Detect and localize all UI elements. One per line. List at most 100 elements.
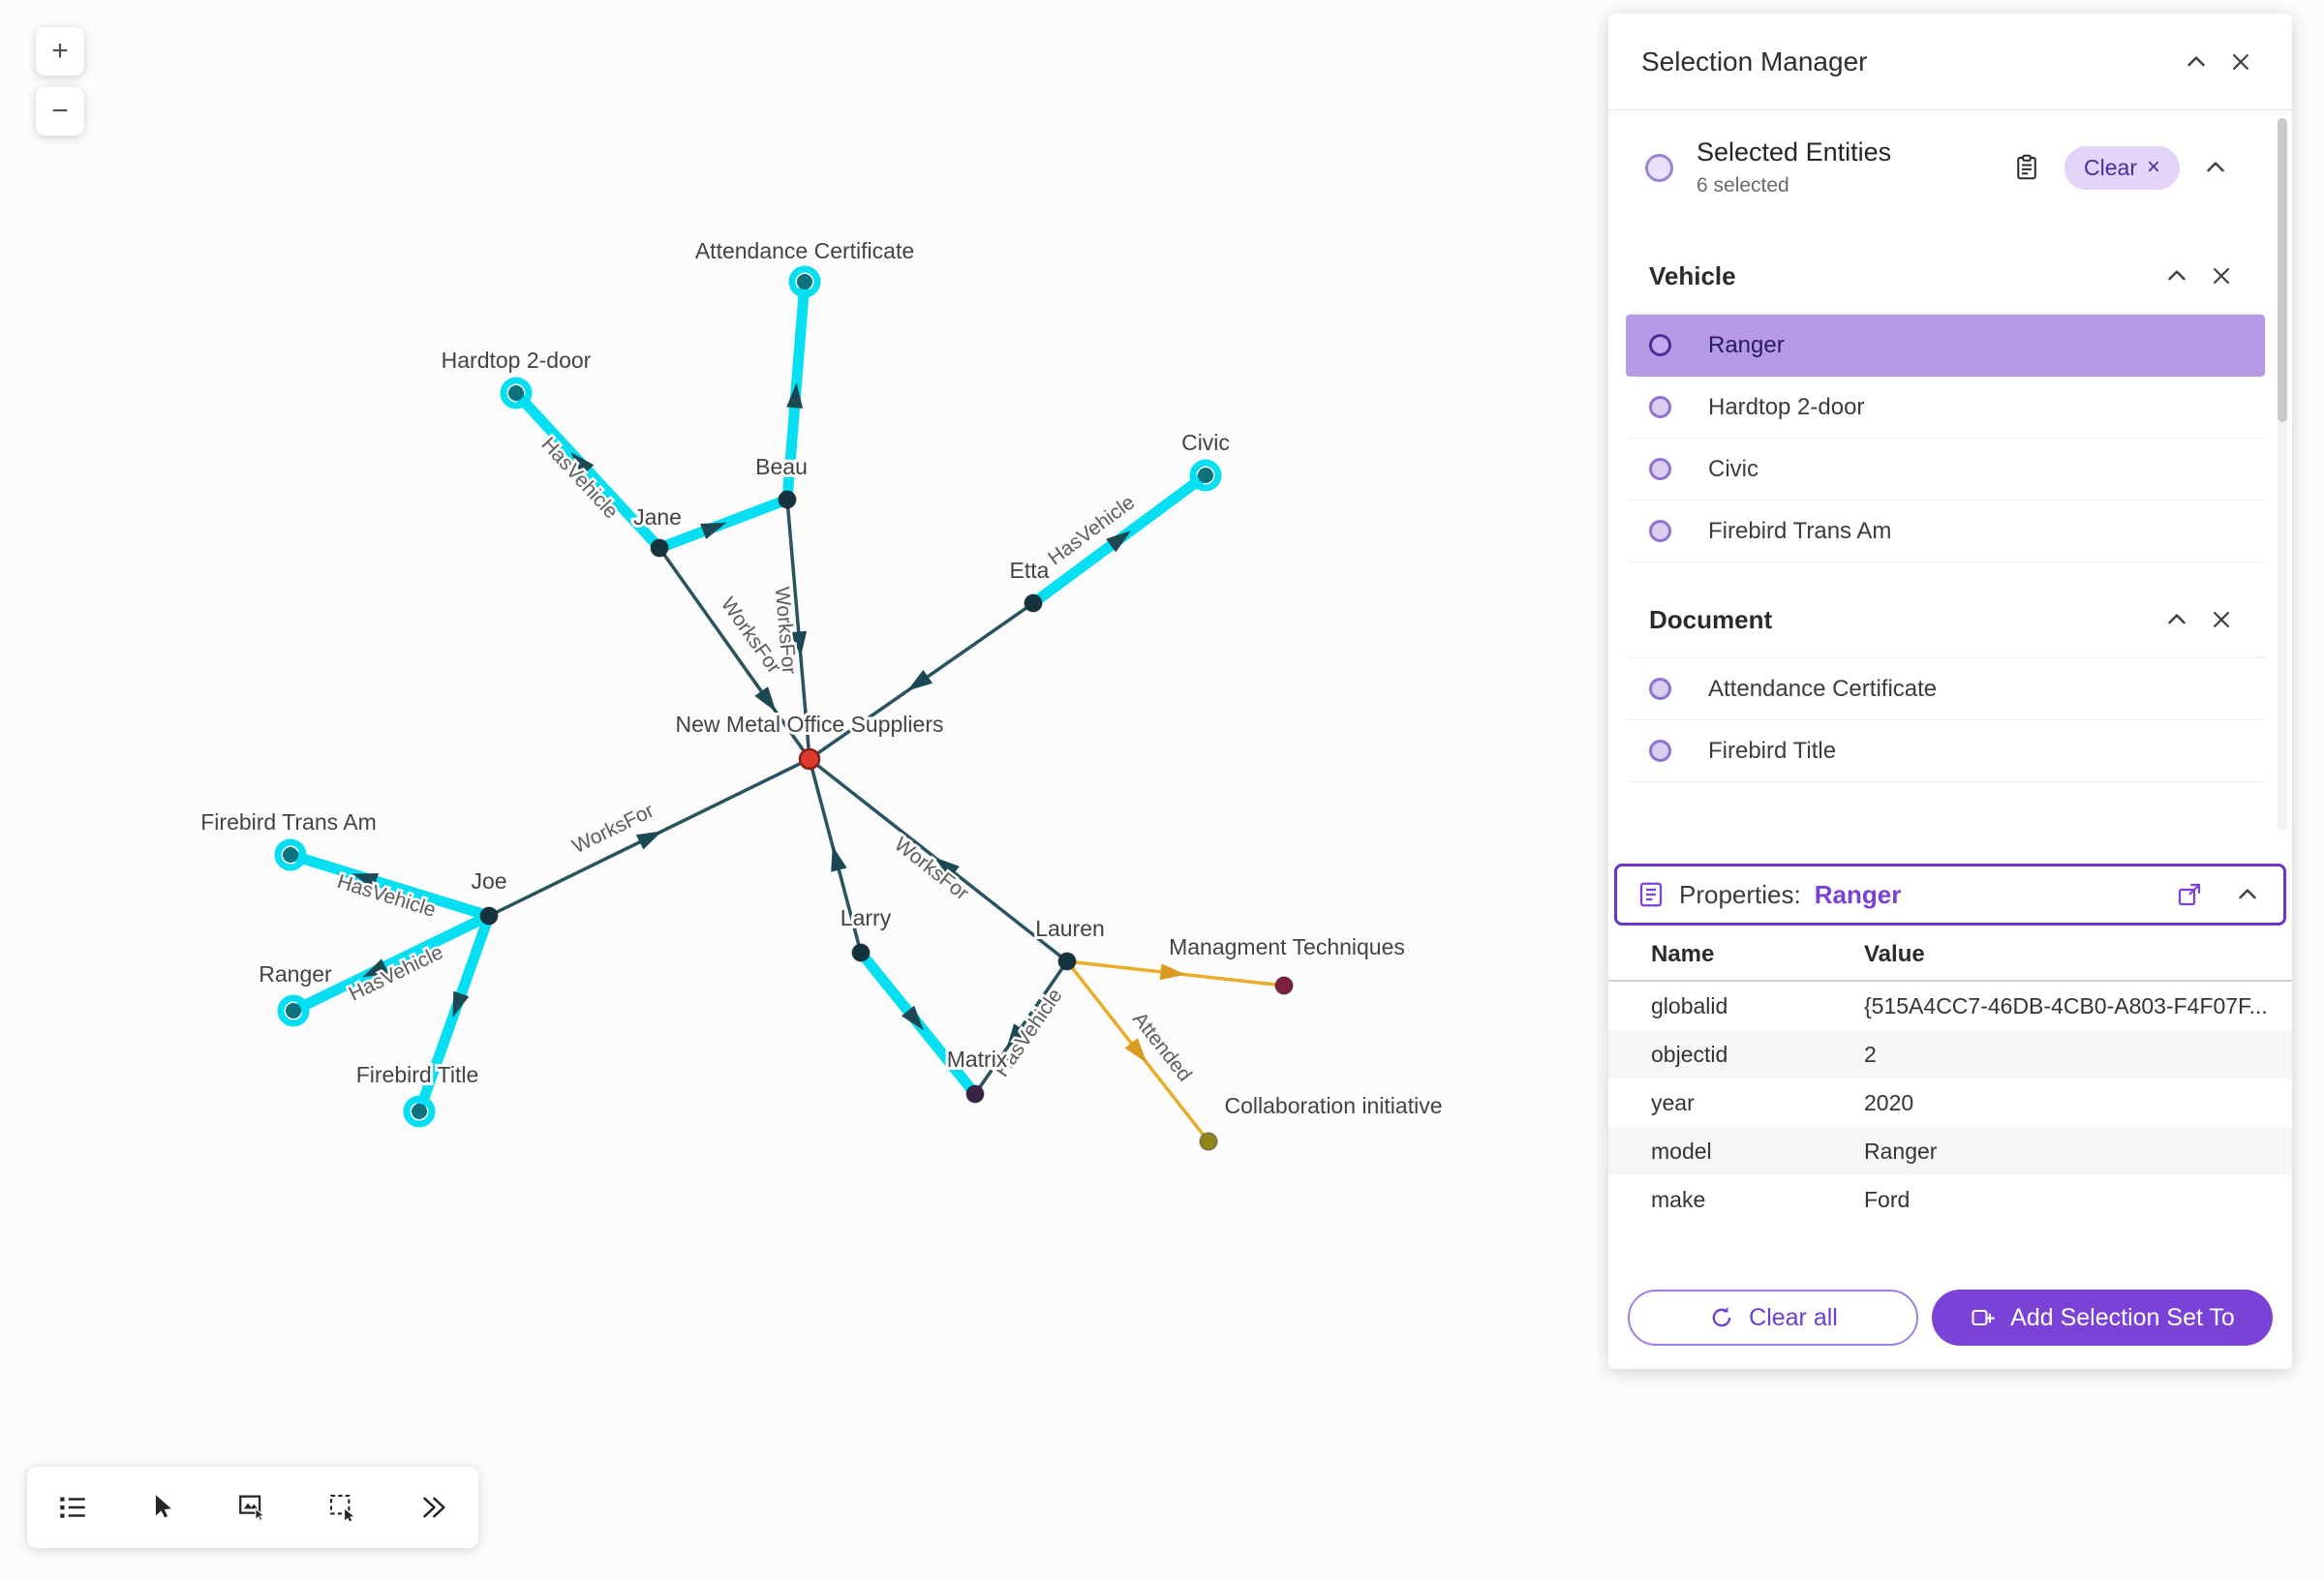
open-properties-button[interactable] — [2167, 872, 2212, 917]
graph-edge-lauren-matrix[interactable] — [973, 959, 1069, 1096]
pointer-tool-button[interactable] — [132, 1476, 194, 1538]
graph-node-jane[interactable] — [650, 538, 669, 558]
graph-node-larry[interactable] — [851, 943, 871, 962]
entity-item-firebird-trans-am[interactable]: Firebird Trans Am — [1626, 501, 2265, 562]
pointer-icon — [155, 1495, 171, 1518]
property-name: globalid — [1651, 992, 1728, 1018]
selection-scroll-area[interactable]: Selected Entities 6 selected Clear × — [1608, 110, 2292, 838]
close-group-button[interactable] — [2199, 597, 2244, 642]
entity-label: Attendance Certificate — [1708, 675, 1938, 702]
zoom-out-button[interactable]: − — [36, 87, 84, 136]
scrollbar-thumb[interactable] — [2278, 118, 2287, 422]
entity-item-attendance-certificate[interactable]: Attendance Certificate — [1626, 658, 2265, 720]
node-label-hardtop: Hardtop 2-door — [442, 348, 592, 373]
graph-node-hardtop[interactable] — [500, 377, 533, 410]
more-tools-button[interactable] — [402, 1476, 464, 1538]
edge-label: WorksFor — [890, 834, 972, 905]
graph-node-ftitle[interactable] — [403, 1095, 436, 1128]
entity-radio-icon[interactable] — [1649, 458, 1671, 480]
column-value: Value — [1864, 941, 1925, 967]
node-label-matrix: Matrix — [947, 1047, 1008, 1072]
close-panel-button[interactable] — [2218, 40, 2263, 84]
node-label-lauren: Lauren — [1035, 916, 1105, 941]
entity-item-civic[interactable]: Civic — [1626, 439, 2265, 501]
graph-node-joe[interactable] — [479, 906, 499, 926]
add-selection-set-label: Add Selection Set To — [2010, 1303, 2235, 1331]
column-name: Name — [1651, 941, 1715, 967]
graph-node-mgmt[interactable] — [1274, 976, 1294, 995]
graph-node-civic[interactable] — [1189, 459, 1222, 492]
chevron-up-icon — [2168, 270, 2186, 281]
entity-item-ranger[interactable]: Ranger — [1626, 315, 2265, 377]
node-label-nmos: New Metal Office Suppliers — [676, 712, 944, 737]
collapse-panel-button[interactable] — [2174, 40, 2218, 84]
selection-list-button[interactable] — [42, 1476, 104, 1538]
entity-radio-icon[interactable] — [1649, 678, 1671, 700]
clear-selection-button[interactable]: Clear × — [2064, 145, 2180, 190]
graph-node-etta[interactable] — [1024, 593, 1043, 613]
graph-node-lauren[interactable] — [1057, 952, 1077, 971]
graph-node-nmos[interactable] — [798, 747, 821, 771]
collapse-selected-entities-button[interactable] — [2193, 145, 2238, 190]
property-value: 2 — [1864, 1041, 1877, 1067]
edge-arrow-icon — [901, 1005, 924, 1031]
collapse-group-button[interactable] — [2155, 254, 2199, 298]
edge-label: HasVehicle — [536, 433, 622, 523]
edge-arrow-icon — [831, 845, 847, 872]
zoom-out-label: − — [51, 95, 69, 127]
entity-label: Firebird Title — [1708, 737, 1837, 764]
select-features-icon — [239, 1495, 266, 1522]
node-label-ac: Attendance Certificate — [695, 238, 914, 263]
graph-node-beau[interactable] — [778, 490, 797, 509]
selected-entities-label: Selected Entities — [1697, 137, 1892, 167]
panel-header: Selection Manager — [1608, 14, 2292, 110]
copy-selection-button[interactable] — [2004, 145, 2049, 190]
graph-edge-jane-nmos[interactable] — [657, 546, 811, 761]
clear-all-button[interactable]: Clear all — [1628, 1290, 1918, 1346]
entity-item-firebird-title[interactable]: Firebird Title — [1626, 720, 2265, 782]
property-value: 2020 — [1864, 1089, 1914, 1115]
add-selection-set-button[interactable]: Add Selection Set To — [1932, 1290, 2273, 1346]
graph-node-ac[interactable] — [788, 265, 821, 298]
entity-item-hardtop-2-door[interactable]: Hardtop 2-door — [1626, 377, 2265, 439]
edge-arrow-icon — [1159, 963, 1186, 981]
entity-radio-icon[interactable] — [1649, 740, 1671, 762]
properties-entity-name: Ranger — [1814, 879, 1902, 909]
properties-form-icon — [1639, 882, 1663, 907]
properties-table-header: Name Value — [1608, 929, 2292, 982]
property-name: year — [1651, 1089, 1695, 1115]
graph-node-fta[interactable] — [274, 838, 307, 871]
graph-edge-beau-nmos[interactable] — [785, 498, 811, 761]
properties-header[interactable]: Properties: Ranger — [1614, 864, 2286, 926]
entity-radio-icon[interactable] — [1649, 396, 1671, 418]
graph-node-collab[interactable] — [1199, 1132, 1218, 1151]
scrollbar-track[interactable] — [2278, 118, 2287, 831]
properties-table: Name Value globalid{515A4CC7-46DB-4CB0-A… — [1608, 929, 2292, 1224]
entity-label: Firebird Trans Am — [1708, 517, 1892, 544]
marquee-select-button[interactable] — [312, 1476, 374, 1538]
zoom-in-button[interactable]: + — [36, 27, 84, 76]
selection-manager-panel: Selection Manager Selected Entities 6 se… — [1608, 14, 2292, 1369]
panel-title: Selection Manager — [1641, 46, 1868, 76]
zoom-controls: + − — [36, 27, 84, 136]
collapse-properties-button[interactable] — [2225, 872, 2270, 917]
edge-arrow-icon — [906, 669, 933, 691]
collapse-group-button[interactable] — [2155, 597, 2199, 642]
close-group-button[interactable] — [2199, 254, 2244, 298]
node-label-ranger: Ranger — [259, 961, 332, 987]
entity-label: Civic — [1708, 455, 1758, 482]
graph-node-matrix[interactable] — [965, 1084, 985, 1104]
edge-arrow-icon — [635, 831, 662, 850]
graph-node-ranger[interactable] — [277, 994, 310, 1027]
select-features-button[interactable] — [222, 1476, 284, 1538]
entity-radio-icon[interactable] — [1649, 334, 1671, 356]
graph-edge-joe-fta[interactable] — [285, 849, 495, 922]
property-row-year: year 2020 — [1608, 1079, 2292, 1127]
graph-edge-joe-ranger[interactable] — [288, 910, 495, 1017]
edge-label: WorksFor — [568, 800, 657, 858]
entity-radio-icon[interactable] — [1649, 520, 1671, 542]
